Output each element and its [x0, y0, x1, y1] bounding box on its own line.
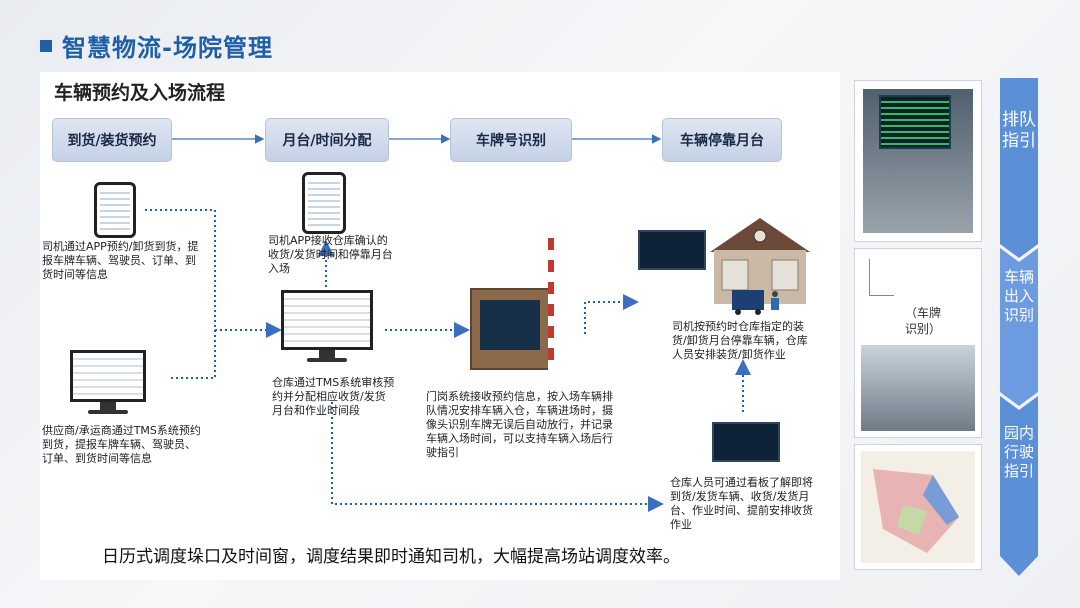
map-icon — [863, 455, 973, 559]
dashboard-board-icon — [712, 422, 780, 462]
step-plate-recognition: 车牌号识别 — [450, 118, 572, 162]
dock-text: 司机按预约时仓库指定的装货/卸货月台停靠车辆，仓库人员安排装货/卸货作业 — [672, 320, 812, 362]
gate-text: 门岗系统接收预约信息，按入场车辆排队情况安排车辆入仓，车辆进场时，摄像头识别车牌… — [426, 390, 616, 460]
barrier-gate-icon — [548, 238, 554, 370]
gate-booth-icon — [470, 288, 550, 370]
board-text: 仓库人员可通过看板了解即将到货/发货车辆、收货/发货月台、作业时间、提前安排收货… — [670, 476, 814, 532]
warehouse-tms-text: 仓库通过TMS系统审核预约并分配相应收货/发货月台和作业时间段 — [272, 376, 396, 418]
dotted-flow-line — [585, 302, 635, 334]
queue-board-photo — [854, 80, 982, 242]
monitor-icon — [70, 350, 146, 414]
phone-icon — [302, 172, 346, 234]
side-label-queue: 排队指引 — [1000, 110, 1038, 152]
page-title: 智慧物流-场院管理 — [62, 28, 273, 63]
plate-recognition-photo: （车牌 识别） — [854, 248, 982, 438]
title-bullet-icon — [40, 40, 52, 52]
bottom-caption: 日历式调度垛口及时间窗，调度结果即时通知司机，大幅提高场站调度效率。 — [102, 542, 680, 567]
step-dock-allocation: 月台/时间分配 — [265, 118, 389, 162]
step-vehicle-docking: 车辆停靠月台 — [662, 118, 782, 162]
side-label-vehicle-io: 车辆出入识别 — [1000, 268, 1038, 325]
flow-panel: 车辆预约及入场流程 到货/装货预约 月台/时间分配 车牌号识别 车辆停靠月台 — [40, 72, 840, 580]
page-header: 智慧物流-场院管理 — [40, 28, 273, 63]
side-guide-bar — [1000, 78, 1038, 576]
worker-icon — [768, 290, 782, 312]
dotted-flow-line — [145, 210, 215, 378]
park-map-photo — [854, 444, 982, 570]
supplier-tms-text: 供应商/承运商通过TMS系统预约到货，提报车牌车辆、驾驶员、订单、到货时间等信息 — [42, 424, 202, 466]
dashboard-board-icon — [638, 230, 706, 270]
phone-icon — [94, 182, 136, 238]
truck-icon — [728, 288, 768, 316]
plate-recognition-label: （车牌 识别） — [905, 305, 941, 337]
step-booking: 到货/装货预约 — [52, 118, 172, 162]
driver-app-text: 司机通过APP预约/卸货到货，提报车牌车辆、驾驶员、订单、到货时间等信息 — [42, 240, 202, 282]
monitor-icon — [281, 290, 373, 362]
side-label-park-guide: 园内行驶指引 — [1000, 424, 1038, 481]
app-receive-text: 司机APP接收仓库确认的收货/发货时间和停靠月台入场 — [268, 234, 396, 276]
